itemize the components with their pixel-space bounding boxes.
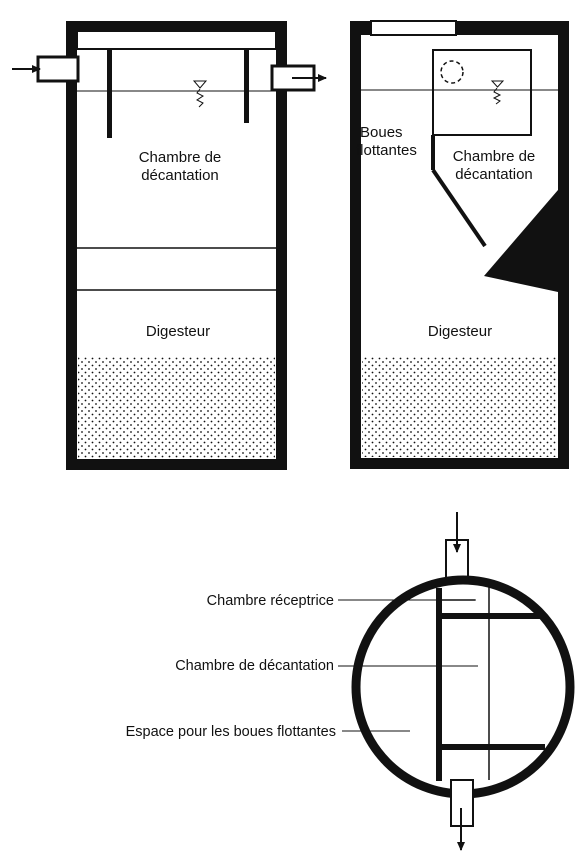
plan-outer-wall [351,575,575,799]
right-tank-manhole [370,20,457,36]
right-sloped-wedge [484,190,558,292]
plan-partition-lower [438,744,545,750]
right-outlet-circle [440,60,464,84]
plan-inner-wall-left [436,588,442,781]
left-digester-label: Digesteur [146,323,210,340]
left-settling-label-line2: décantation [141,167,219,184]
left-inlet-baffle [107,49,112,138]
right-tank: Boues flottantes Chambre de décantation … [350,20,569,469]
right-settling-label-line1: Chambre de [453,148,536,165]
plan-view: Chambre réceptrice Chambre de décantatio… [126,512,575,851]
left-tank: Chambre de décantation Digesteur [12,21,327,470]
right-settling-label-line2: décantation [455,166,533,183]
left-sludge-layer [78,356,275,458]
plan-receiving-label: Chambre réceptrice [207,593,334,609]
right-settling-box [432,49,532,136]
left-outlet-baffle [244,49,249,123]
left-tank-cover [76,30,277,50]
right-sludge-layer [362,356,557,457]
plan-settling-label: Chambre de décantation [175,658,334,674]
right-digester-label: Digesteur [428,323,492,340]
left-inlet-pipe [36,55,80,83]
water-level-icon [192,80,208,108]
plan-partition-upper [438,613,542,619]
left-settling-label-line1: Chambre de [139,149,222,166]
right-floating-label-line1: Boues [360,124,403,141]
right-sloped-baffle-diag [431,168,487,248]
right-floating-label-line2: flottantes [356,142,417,159]
plan-floating-space-label: Espace pour les boues flottantes [126,724,336,740]
water-level-icon [490,80,505,105]
